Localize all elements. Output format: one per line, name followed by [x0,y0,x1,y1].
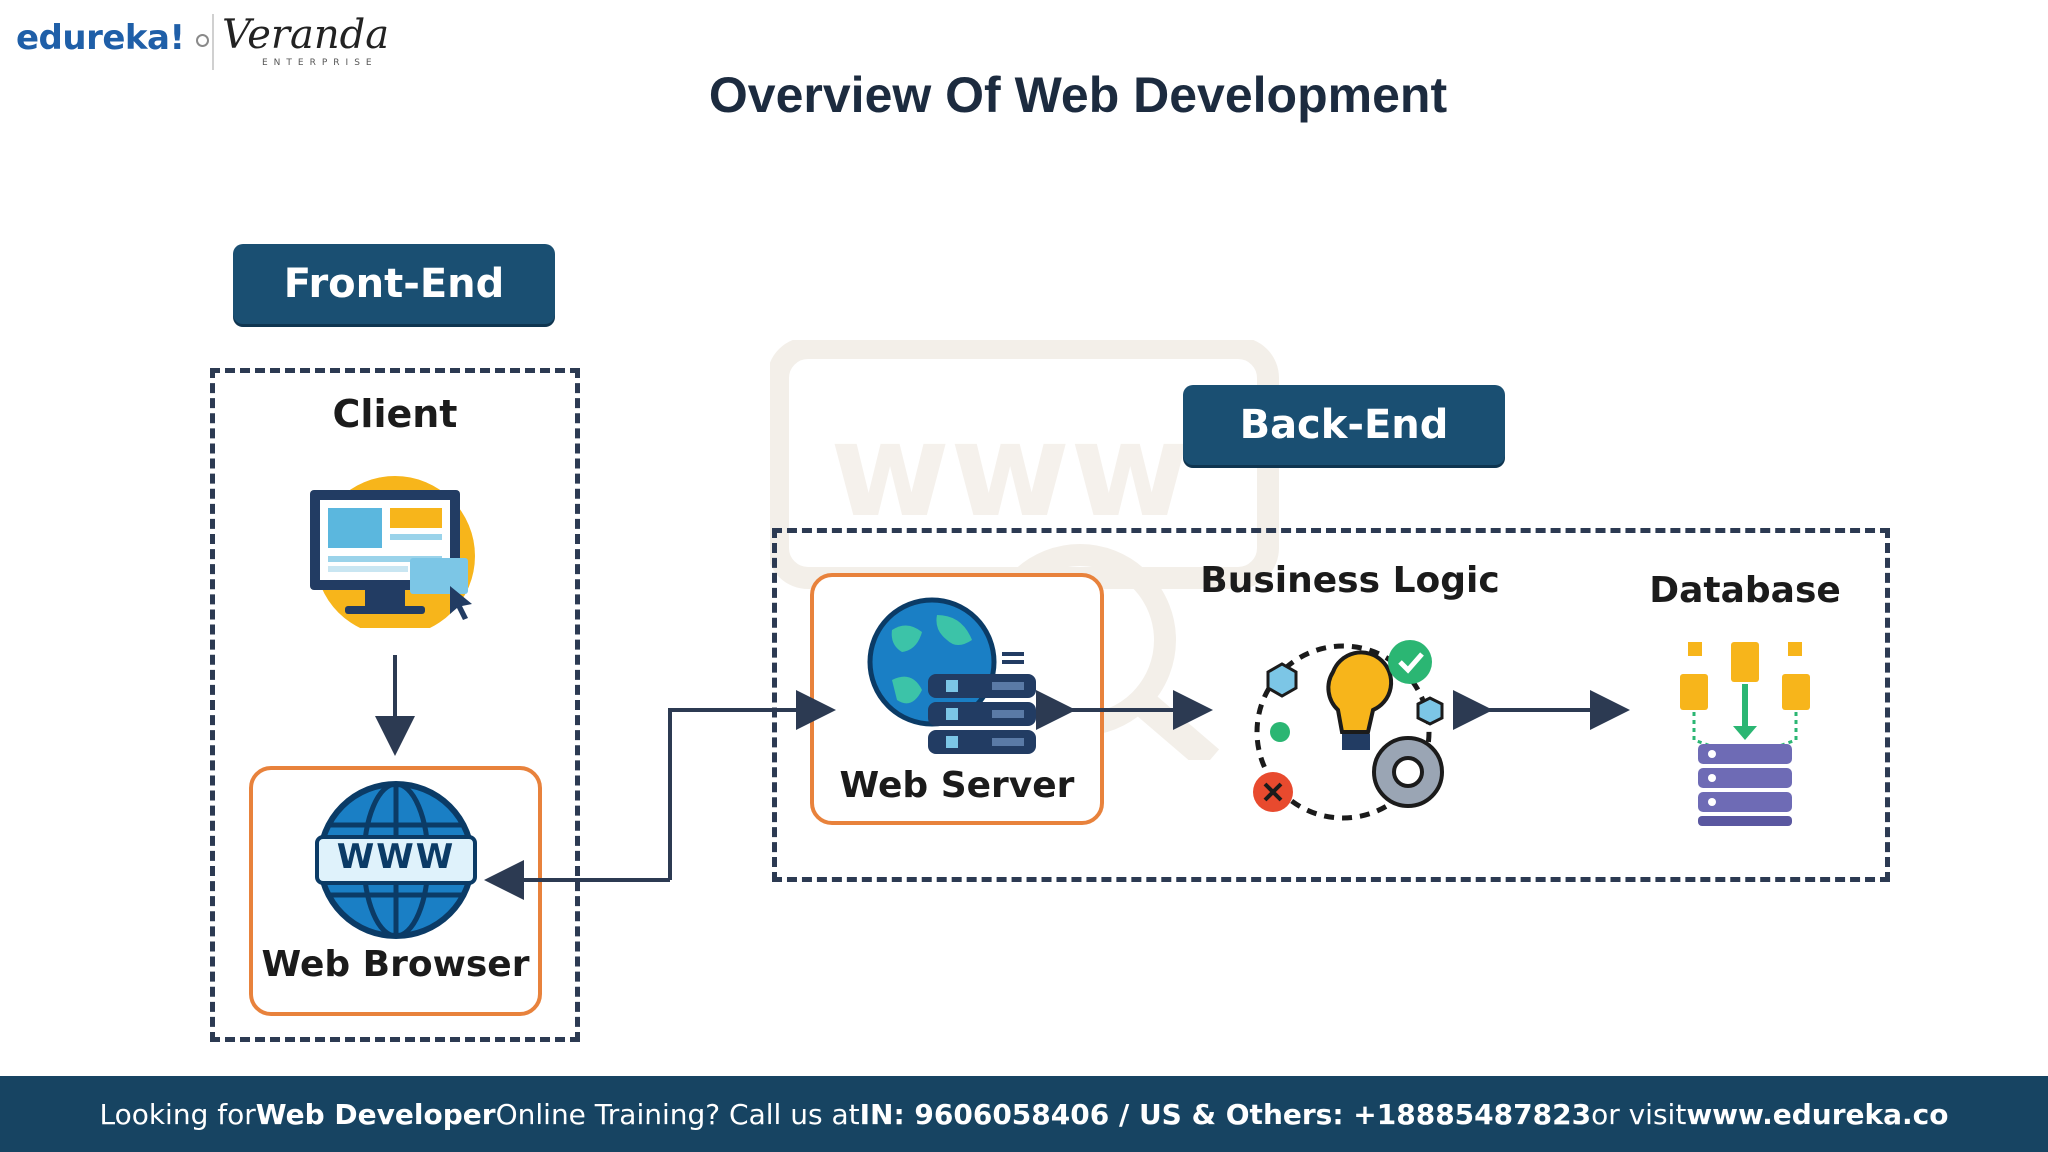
frontend-label: Front-End [233,244,555,324]
logo-separator-icon [196,34,209,47]
backend-label: Back-End [1183,385,1505,465]
business-logic-label: Business Logic [1200,560,1500,601]
footer-banner: Looking for Web Developer Online Trainin… [0,1076,2048,1152]
backend-container [772,528,1890,882]
business-logic-icon [1253,640,1444,821]
footer-course-name: Web Developer [255,1097,496,1131]
www-text: WWW [336,837,456,877]
veranda-logo: Veranda [222,12,390,58]
footer-text-1: Looking for [99,1097,256,1131]
footer-text-2: Online Training? Call us at [495,1097,860,1131]
database-icon [1680,642,1810,826]
page-title: Overview Of Web Development [708,67,1448,123]
to-server-arrow [668,690,836,880]
client-container [210,368,580,1042]
svg-text:www: www [830,394,1190,546]
web-server-label: Web Server [839,765,1075,806]
web-browser-label: Web Browser [261,944,530,985]
veranda-logo-subtitle: ENTERPRISE [262,58,378,68]
database-label: Database [1649,570,1841,611]
footer-website-link[interactable]: www.edureka.co [1686,1097,1949,1131]
footer-text-3: or visit [1591,1097,1687,1131]
globe-www-icon [315,781,477,939]
globe-server-icon [867,597,1036,754]
client-label: Client [332,392,458,436]
footer-phone-numbers: IN: 9606058406 / US & Others: +188854878… [859,1097,1592,1131]
logo-divider [212,14,214,70]
edureka-logo: edureka! [16,18,185,58]
computer-monitor-icon [310,476,475,628]
